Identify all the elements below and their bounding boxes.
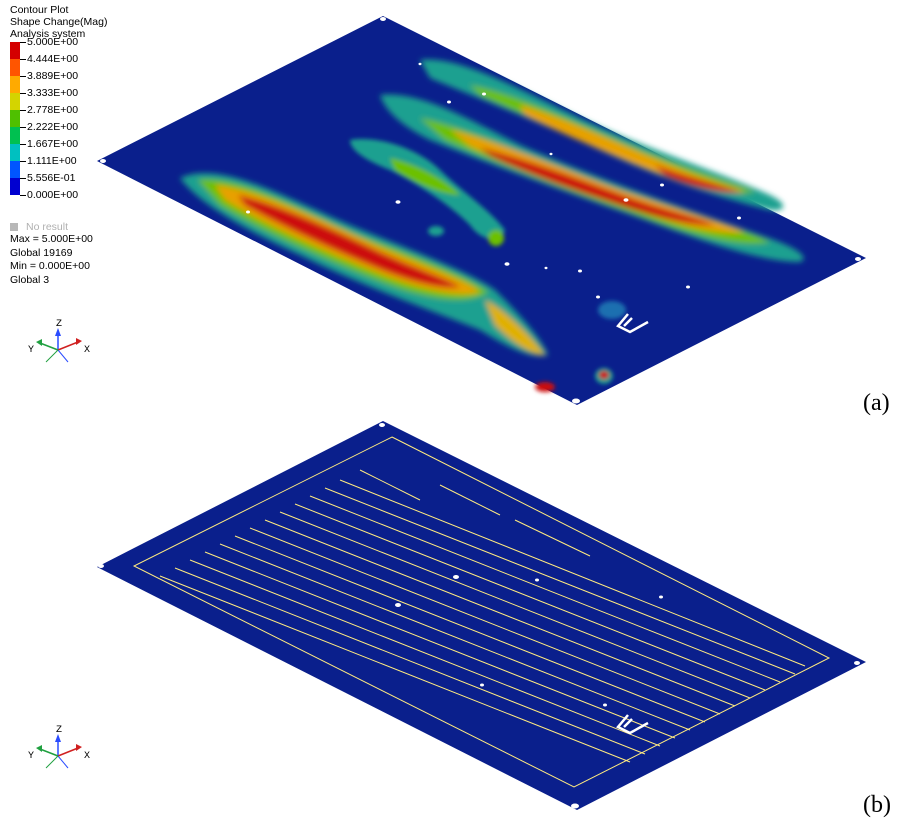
- scale-level-label: 3.333E+00: [27, 87, 79, 99]
- triad-x-label: X: [84, 345, 90, 356]
- scale-swatch: [10, 127, 20, 144]
- plate-b-holes: [98, 423, 860, 809]
- scale-level-label: 0.000E+00: [27, 189, 79, 201]
- bracket-feature-b: [616, 714, 649, 735]
- triad-z-label: Z: [56, 319, 62, 330]
- triad-y-label: Y: [28, 751, 34, 762]
- scale-level-label: 5.556E-01: [27, 172, 76, 184]
- scale-tick: [20, 42, 26, 43]
- legend-title: Contour Plot: [10, 4, 69, 16]
- scale-level-label: 1.667E+00: [27, 138, 79, 150]
- scale-swatch: [10, 110, 20, 127]
- no-result-label: No result: [26, 221, 69, 233]
- scale-tick: [20, 76, 26, 77]
- contour-legend: Contour Plot Shape Change(Mag) Analysis …: [10, 4, 108, 286]
- plate-b-surface: [97, 421, 866, 810]
- legend-stats: Max = 5.000E+00 Global 19169 Min = 0.000…: [10, 233, 93, 287]
- scale-swatch: [10, 178, 20, 195]
- deformation-contours: [180, 59, 804, 392]
- scale-level-label: 4.444E+00: [27, 53, 79, 65]
- scale-tick: [20, 161, 26, 162]
- bracket-feature-a: [616, 313, 649, 334]
- scale-tick: [20, 178, 26, 179]
- no-result-swatch: [10, 223, 18, 232]
- cooling-lines: [159, 469, 806, 763]
- triad-z-label: Z: [56, 725, 62, 736]
- scale-swatch: [10, 76, 20, 93]
- legend-subtitle: Shape Change(Mag): [10, 16, 108, 28]
- panel-label-b: (b): [863, 792, 891, 818]
- plate-a-holes: [100, 17, 861, 404]
- legend-min: Min = 0.000E+00: [10, 260, 90, 272]
- scale-swatch: [10, 93, 20, 110]
- color-scale: 5.000E+00 4.444E+00 3.889E+00 3.333E+00 2.77…: [10, 36, 107, 201]
- scale-swatch: [10, 42, 20, 59]
- scale-level-label: 2.222E+00: [27, 121, 79, 133]
- legend-max-node: Global 19169: [10, 246, 73, 259]
- scale-tick: [20, 144, 26, 145]
- scale-tick: [20, 59, 26, 60]
- scale-level-label: 5.000E+00: [27, 36, 79, 48]
- scale-swatch: [10, 59, 20, 76]
- scale-tick: [20, 127, 26, 128]
- legend-max: Max = 5.000E+00: [10, 233, 93, 245]
- triad-x-label: X: [84, 751, 90, 762]
- scale-tick: [20, 195, 26, 196]
- scale-tick: [20, 110, 26, 111]
- scale-level-label: 3.889E+00: [27, 70, 79, 82]
- axis-triad-a: Z Y X: [28, 319, 90, 363]
- triad-y-label: Y: [28, 345, 34, 356]
- plate-b-border-line: [132, 436, 831, 788]
- legend-min-node: Global 3: [10, 273, 50, 286]
- panel-label-a: (a): [863, 390, 890, 416]
- plate-a: [97, 16, 866, 405]
- scale-level-label: 1.111E+00: [27, 155, 77, 167]
- scale-tick: [20, 93, 26, 94]
- plate-b: [97, 421, 866, 810]
- axis-triad-b: Z Y X: [28, 725, 90, 769]
- no-result-entry: No result: [10, 221, 68, 233]
- scale-swatch: [10, 144, 20, 161]
- scale-level-label: 2.778E+00: [27, 104, 79, 116]
- legend-system: Analysis system: [10, 28, 86, 40]
- scale-swatch: [10, 161, 20, 178]
